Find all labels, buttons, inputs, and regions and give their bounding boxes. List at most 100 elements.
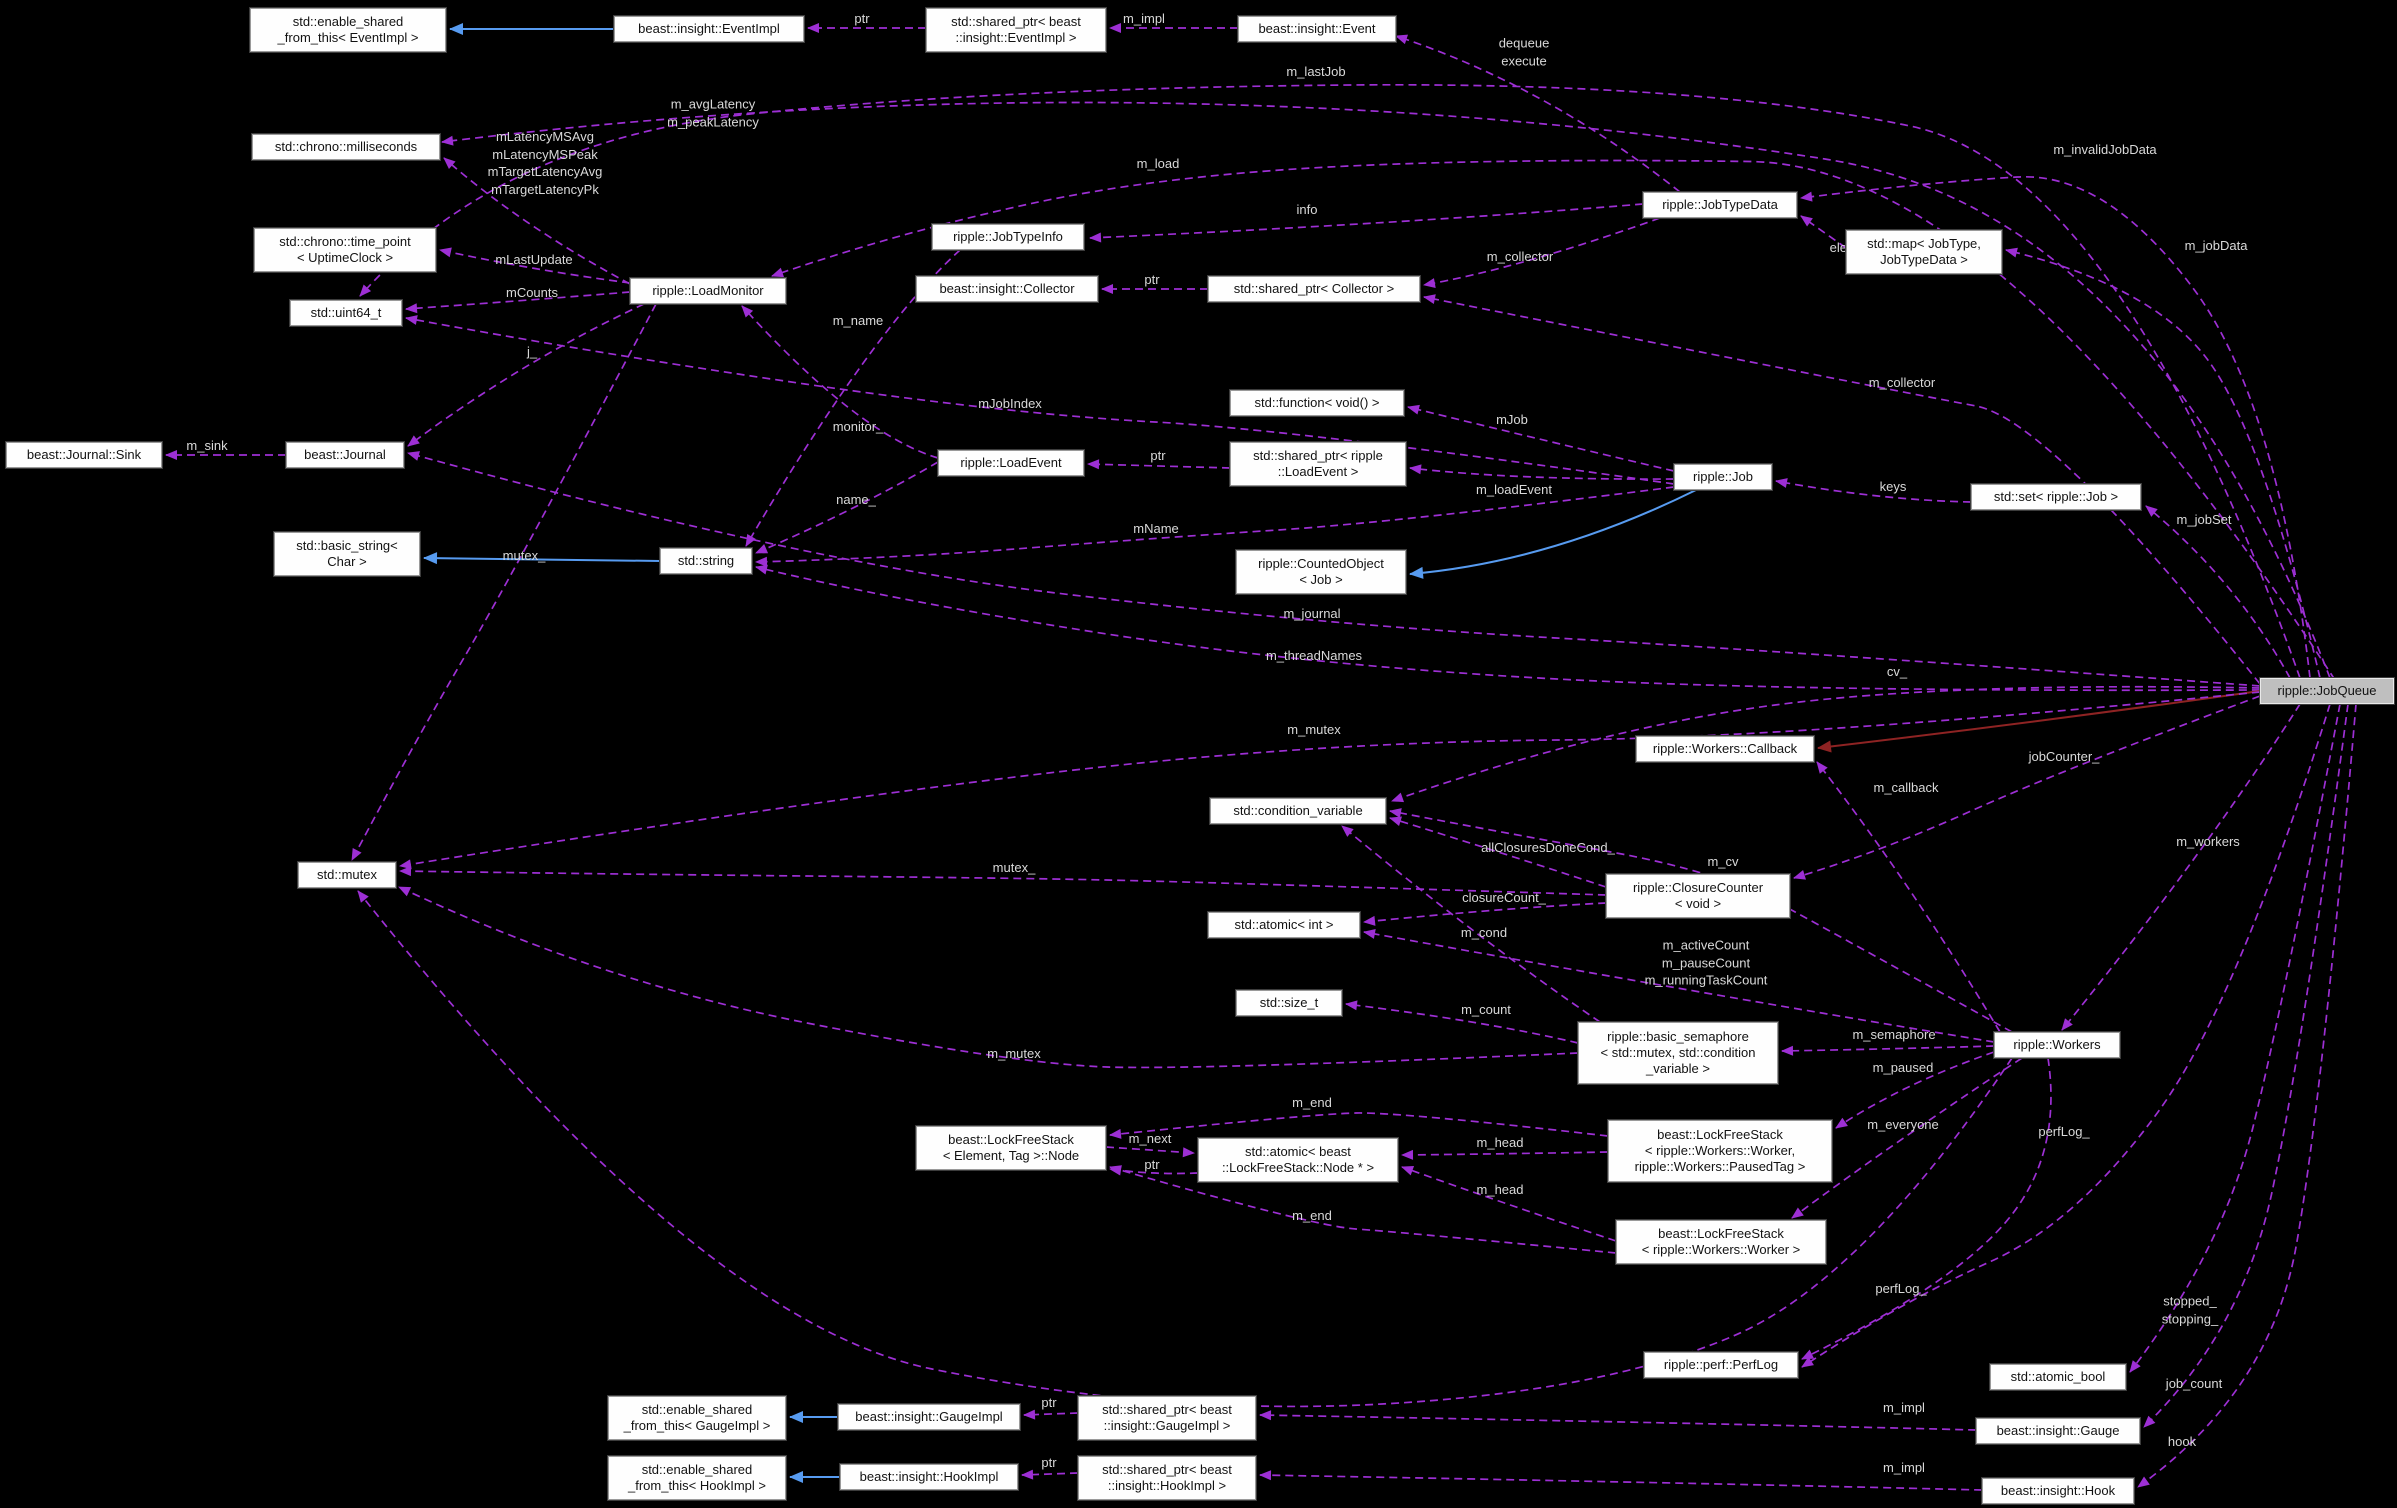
edge-m-threadnames [755, 564, 2261, 692]
edge-m-count [1345, 1000, 1579, 1044]
edge-m-end-paused [1109, 1112, 1609, 1139]
edge-m-impl-hook [1259, 1470, 1983, 1491]
node-closure-counter[interactable]: ripple::ClosureCounter < void > [1605, 873, 1791, 919]
edge-info [1089, 203, 1644, 243]
node-insight-hook[interactable]: beast::insight::Hook [1981, 1477, 2135, 1505]
node-enable-shared-from-this-gaugeimpl[interactable]: std::enable_shared _from_this< GaugeImpl… [607, 1395, 787, 1441]
node-atomic-bool[interactable]: std::atomic_bool [1989, 1363, 2127, 1391]
node-lockfreestack-worker[interactable]: beast::LockFreeStack < ripple::Workers::… [1615, 1219, 1827, 1265]
edge-monitor [741, 305, 939, 459]
node-enable-shared-from-this-eventimpl[interactable]: std::enable_shared _from_this< EventImpl… [249, 7, 447, 53]
edge-m-cond [1341, 825, 1601, 1023]
node-insight-gauge[interactable]: beast::insight::Gauge [1975, 1417, 2141, 1445]
node-function-void[interactable]: std::function< void() > [1229, 389, 1405, 417]
edge-m-next [1105, 1146, 1195, 1158]
edge-m-end-worker [1109, 1165, 1617, 1254]
node-load-monitor[interactable]: ripple::LoadMonitor [629, 277, 787, 305]
edge-m-invalidjobdata [1800, 176, 2311, 679]
node-basic-string[interactable]: std::basic_string< Char > [273, 531, 421, 577]
edge-ptr-loadevent [1087, 459, 1231, 470]
node-hookimpl[interactable]: beast::insight::HookImpl [839, 1463, 1019, 1491]
node-basic-semaphore[interactable]: ripple::basic_semaphore < std::mutex, st… [1577, 1021, 1779, 1085]
edge-mutex-loadmonitor [351, 303, 657, 861]
node-eventimpl[interactable]: beast::insight::EventImpl [613, 15, 805, 43]
node-atomic-node-ptr[interactable]: std::atomic< beast ::LockFreeStack::Node… [1197, 1137, 1399, 1183]
node-shared-ptr-gaugeimpl[interactable]: std::shared_ptr< beast ::insight::GaugeI… [1077, 1395, 1257, 1441]
edge-m-cv [1389, 808, 2013, 1033]
node-uint64-t[interactable]: std::uint64_t [289, 299, 403, 327]
edge-m-mutex-jobqueue [399, 691, 2261, 870]
node-lockfreestack-node[interactable]: beast::LockFreeStack < Element, Tag >::N… [915, 1125, 1107, 1171]
edge-m-semaphore [1781, 1045, 1995, 1056]
edge-m-name [745, 249, 961, 547]
node-shared-ptr-eventimpl[interactable]: std::shared_ptr< beast ::insight::EventI… [925, 7, 1107, 53]
node-shared-ptr-collector[interactable]: std::shared_ptr< Collector > [1207, 275, 1421, 303]
edge-m-lastjob [359, 83, 2301, 679]
edge-m-activecount [1363, 929, 1995, 1043]
edge-inherit-job-countedobject [1409, 489, 1697, 579]
edge-m-avglatency-m-peaklatency [441, 101, 2331, 679]
edge-ptr-node [1109, 1165, 1199, 1176]
node-workers-callback[interactable]: ripple::Workers::Callback [1635, 735, 1815, 763]
node-shared-ptr-hookimpl[interactable]: std::shared_ptr< beast ::insight::HookIm… [1077, 1455, 1257, 1501]
edge-job-count [2143, 703, 2349, 1428]
node-chrono-time-point[interactable]: std::chrono::time_point < UptimeClock > [253, 227, 437, 273]
node-map-jobtype[interactable]: std::map< JobType, JobTypeData > [1845, 229, 2003, 275]
edge-mname [755, 486, 1675, 567]
edge-m-load [771, 159, 2336, 681]
edge-perflog-jobqueue [1801, 703, 2331, 1368]
node-enable-shared-from-this-hookimpl[interactable]: std::enable_shared _from_this< HookImpl … [607, 1455, 787, 1501]
edge-mutex-closurecounter [399, 866, 1607, 896]
node-jobqueue[interactable]: ripple::JobQueue [2259, 677, 2395, 705]
node-gaugeimpl[interactable]: beast::insight::GaugeImpl [837, 1403, 1021, 1431]
node-condition-variable[interactable]: std::condition_variable [1209, 797, 1387, 825]
edge-m-workers [2061, 703, 2301, 1031]
edge-mcounts [405, 291, 631, 314]
node-insight-collector[interactable]: beast::insight::Collector [915, 275, 1099, 303]
node-size-t[interactable]: std::size_t [1235, 989, 1343, 1017]
edge-m-collector-jobqueue [1423, 294, 2261, 685]
node-chrono-milliseconds[interactable]: std::chrono::milliseconds [251, 133, 441, 161]
edge-m-mut [357, 890, 2013, 1408]
edge-m-mutex-semaphore [398, 886, 1579, 1069]
edge-dequeue-execute [1395, 34, 1681, 193]
node-journal-sink[interactable]: beast::Journal::Sink [5, 441, 163, 469]
edge-m-collector-jobtypedata [1423, 217, 1661, 289]
edge-hook [2137, 703, 2357, 1488]
edge-m-callback [1816, 761, 2001, 1033]
edge-cv [1391, 685, 2261, 803]
node-workers[interactable]: ripple::Workers [1993, 1031, 2121, 1059]
edge-j [407, 303, 645, 447]
node-jobtype-info[interactable]: ripple::JobTypeInfo [931, 223, 1085, 251]
node-load-event[interactable]: ripple::LoadEvent [937, 449, 1085, 477]
node-shared-ptr-load-event[interactable]: std::shared_ptr< ripple ::LoadEvent > [1229, 441, 1407, 487]
node-jobtype-data[interactable]: ripple::JobTypeData [1642, 191, 1798, 219]
edge-mlastupdate [439, 247, 631, 284]
edge-mjobindex [405, 315, 1675, 485]
edge-m-head-paused [1401, 1149, 1609, 1160]
node-atomic-int[interactable]: std::atomic< int > [1207, 911, 1361, 939]
node-perflog[interactable]: ripple::perf::PerfLog [1643, 1351, 1799, 1379]
edge-m-journal [407, 451, 2261, 687]
node-event[interactable]: beast::insight::Event [1237, 15, 1397, 43]
node-string[interactable]: std::string [659, 547, 753, 575]
node-job[interactable]: ripple::Job [1673, 463, 1773, 491]
node-mutex[interactable]: std::mutex [297, 861, 397, 889]
edge-ptr-hook [1021, 1469, 1079, 1480]
edge-mjob [1407, 404, 1675, 472]
edge-m-jobdata [2005, 247, 2321, 679]
edge-m-head-worker [1401, 1165, 1617, 1242]
edge-jobcounter [1793, 695, 2261, 880]
edge-m-jobset [2145, 505, 2291, 679]
edge-closurecount [1363, 902, 1607, 926]
node-lockfreestack-paused[interactable]: beast::LockFreeStack < ripple::Workers::… [1607, 1119, 1833, 1183]
node-counted-object[interactable]: ripple::CountedObject < Job > [1235, 549, 1407, 595]
edge-m-loadevent [1409, 464, 1675, 480]
node-journal[interactable]: beast::Journal [285, 441, 405, 469]
node-set-job[interactable]: std::set< ripple::Job > [1970, 483, 2142, 511]
edge-perflog-workers [1801, 1057, 2052, 1360]
edge-ptr-gauge [1023, 1409, 1079, 1420]
edge-allclosuresdonecond [1389, 816, 1607, 888]
